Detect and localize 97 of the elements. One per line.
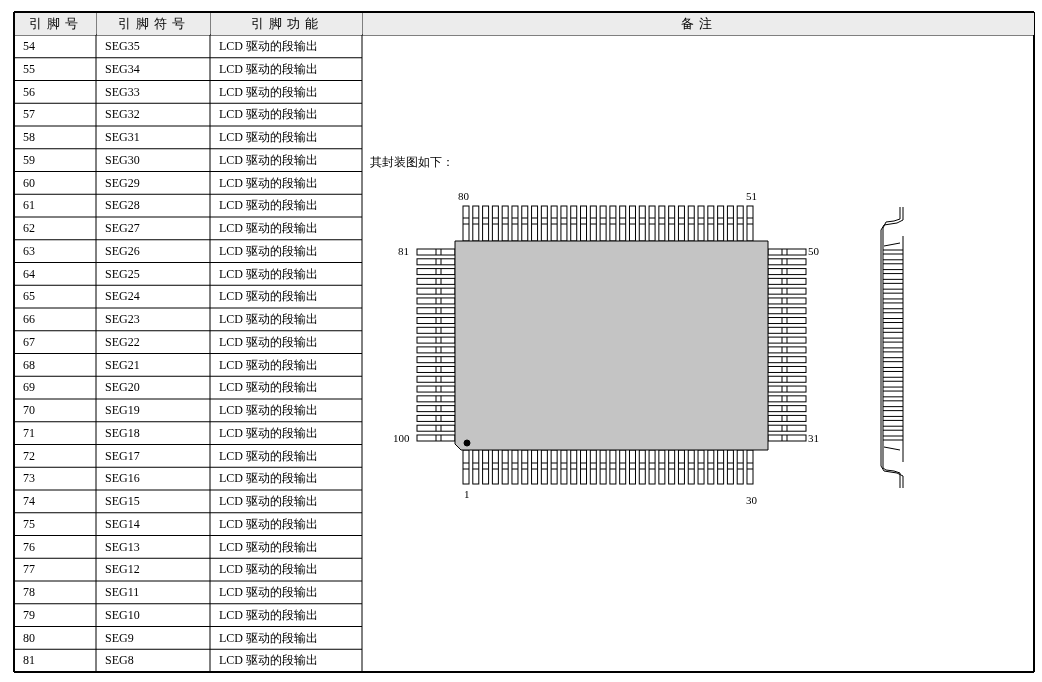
table-cell-text: 61 [22,197,36,215]
table-cell-text: 67 [22,333,36,351]
table-cell-text: 65 [22,288,36,306]
table-cell-text: 78 [22,584,36,601]
header-cell: 引脚功能 [211,13,362,35]
table-cell-text: SEG26 [104,242,141,260]
pin-number: 30 [746,494,757,506]
table-cell-text: 69 [22,379,36,397]
table-cell-text: 62 [22,220,36,237]
table-cell-text: 76 [22,538,36,556]
header-cell: 引脚符号 [97,13,210,35]
table-cell-text: LCD 驱动的段输出 [218,606,319,624]
table-cell-text: SEG35 [104,38,141,55]
table-cell-text: 73 [22,470,36,488]
table-cell-text: 55 [22,60,36,78]
table-cell-text: SEG19 [104,402,141,419]
pin-number: 81 [398,245,409,257]
table-cell-text: LCD 驱动的段输出 [218,356,319,374]
table-cell-text: SEG10 [104,606,141,624]
header-cell: 备注 [363,13,1034,35]
table-cell-text: SEG20 [104,379,141,397]
table-cell-text: SEG27 [104,220,141,237]
table-cell-text: SEG21 [104,356,141,374]
table-cell-text: SEG13 [104,538,141,556]
table-cell-text: 68 [22,356,36,374]
table-cell-text: LCD 驱动的段输出 [218,151,319,169]
table-cell-text: LCD 驱动的段输出 [218,60,319,78]
table-cell-text: LCD 驱动的段输出 [218,106,319,124]
table-cell-text: LCD 驱动的段输出 [218,333,319,351]
table-cell-text: LCD 驱动的段输出 [218,129,319,146]
header-cell: 引脚号 [15,13,96,35]
table-cell-text: SEG33 [104,83,141,101]
table-cell-text: LCD 驱动的段输出 [218,538,319,556]
table-cell-text: LCD 驱动的段输出 [218,242,319,260]
table-cell-text: SEG30 [104,151,141,169]
table-cell-text: SEG29 [104,174,141,192]
table-cell-text: SEG11 [104,584,141,601]
table-cell-text: SEG8 [104,652,135,670]
pin-number: 1 [464,488,470,500]
table-cell-text: LCD 驱动的段输出 [218,83,319,101]
pin-number: 31 [808,432,819,444]
table-cell-text: LCD 驱动的段输出 [218,265,319,283]
table-cell-text: 66 [22,311,36,328]
table-cell-text: 63 [22,242,36,260]
table-cell-text: SEG22 [104,333,141,351]
table-cell-text: LCD 驱动的段输出 [218,584,319,601]
table-cell-text: SEG25 [104,265,141,283]
table-cell-text: 57 [22,106,36,124]
table-cell-text: LCD 驱动的段输出 [218,197,319,215]
table-cell-text: SEG16 [104,470,141,488]
table-cell-text: 81 [22,652,36,670]
pin-number: 51 [746,190,757,202]
table-cell-text: SEG12 [104,561,141,579]
table-cell-text: 58 [22,129,36,146]
table-cell-text: SEG14 [104,515,141,533]
table-cell-text: SEG32 [104,106,141,124]
pin-number: 100 [393,432,410,444]
table-cell-text: SEG31 [104,129,141,146]
table-cell-text: LCD 驱动的段输出 [218,493,319,510]
table-cell-text: LCD 驱动的段输出 [218,311,319,328]
table-cell-text: 79 [22,606,36,624]
table-cell-text: LCD 驱动的段输出 [218,447,319,465]
table-cell-text: 71 [22,424,36,442]
table-cell-text: SEG28 [104,197,141,215]
table-cell-text: LCD 驱动的段输出 [218,288,319,306]
table-cell-text: LCD 驱动的段输出 [218,561,319,579]
pin-number: 80 [458,190,469,202]
table-cell-text: SEG18 [104,424,141,442]
table-cell-text: 54 [22,38,36,55]
table-cell-text: LCD 驱动的段输出 [218,424,319,442]
table-cell-text: 64 [22,265,36,283]
table-cell-text: 80 [22,629,36,647]
table-cell-text: SEG24 [104,288,141,306]
table-cell-text: LCD 驱动的段输出 [218,174,319,192]
pin-number: 50 [808,245,819,257]
table-cell-text: LCD 驱动的段输出 [218,470,319,488]
table-cell-text: LCD 驱动的段输出 [218,629,319,647]
table-cell-text: SEG15 [104,493,141,510]
table-cell-text: LCD 驱动的段输出 [218,402,319,419]
table-cell-text: 72 [22,447,36,465]
table-cell-text: SEG34 [104,60,141,78]
table-cell-text: 74 [22,493,36,510]
table-cell-text: LCD 驱动的段输出 [218,220,319,237]
table-cell-text: LCD 驱动的段输出 [218,515,319,533]
table-cell-text: 70 [22,402,36,419]
table-cell-text: LCD 驱动的段输出 [218,652,319,670]
table-cell-text: LCD 驱动的段输出 [218,379,319,397]
table-cell-text: 77 [22,561,36,579]
table-cell-text: 59 [22,151,36,169]
table-cell-text: 60 [22,174,36,192]
table-cell-text: SEG9 [104,629,135,647]
table-cell-text: LCD 驱动的段输出 [218,38,319,55]
table-cell-text: SEG23 [104,311,141,328]
table-cell-text: 75 [22,515,36,533]
table-cell-text: 56 [22,83,36,101]
note-text: 其封装图如下： [369,154,454,171]
table-cell-text: SEG17 [104,447,141,465]
